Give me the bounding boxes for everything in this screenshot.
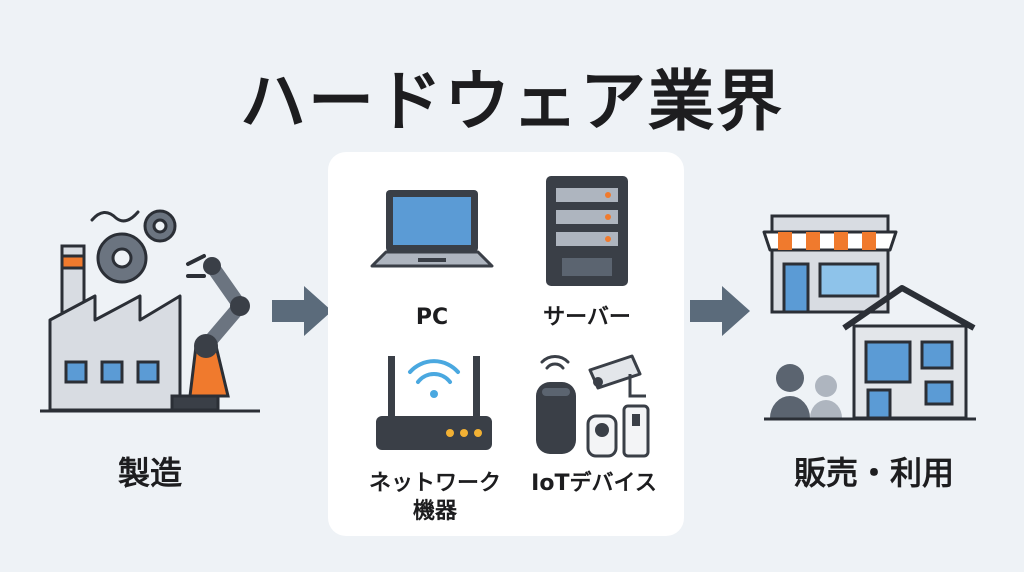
router-icon xyxy=(376,356,492,450)
device-label-pc: PC xyxy=(415,305,449,330)
stage-label-sales-use: 販売・利用 xyxy=(793,454,954,492)
iot-devices-icon xyxy=(536,354,650,458)
stage-label-manufacturing: 製造 xyxy=(117,454,182,492)
page-title: ハードウェア業界 xyxy=(240,63,784,140)
device-label-network-line2: 機器 xyxy=(412,499,457,524)
factory-icon xyxy=(40,209,260,413)
laptop-icon xyxy=(370,190,494,268)
arrow-right-icon xyxy=(272,286,332,336)
device-label-network-line1: ネットワーク xyxy=(368,471,501,496)
server-icon xyxy=(546,176,628,286)
device-label-iot: IoTデバイス xyxy=(531,471,657,496)
device-label-network: ネットワーク 機器 xyxy=(350,470,520,526)
device-label-server: サーバー xyxy=(543,305,631,330)
devices-panel: PC サーバー ネットワーク 機器 IoT xyxy=(328,152,684,536)
store-and-home-icon xyxy=(762,214,976,421)
arrow-right-icon xyxy=(690,286,750,336)
